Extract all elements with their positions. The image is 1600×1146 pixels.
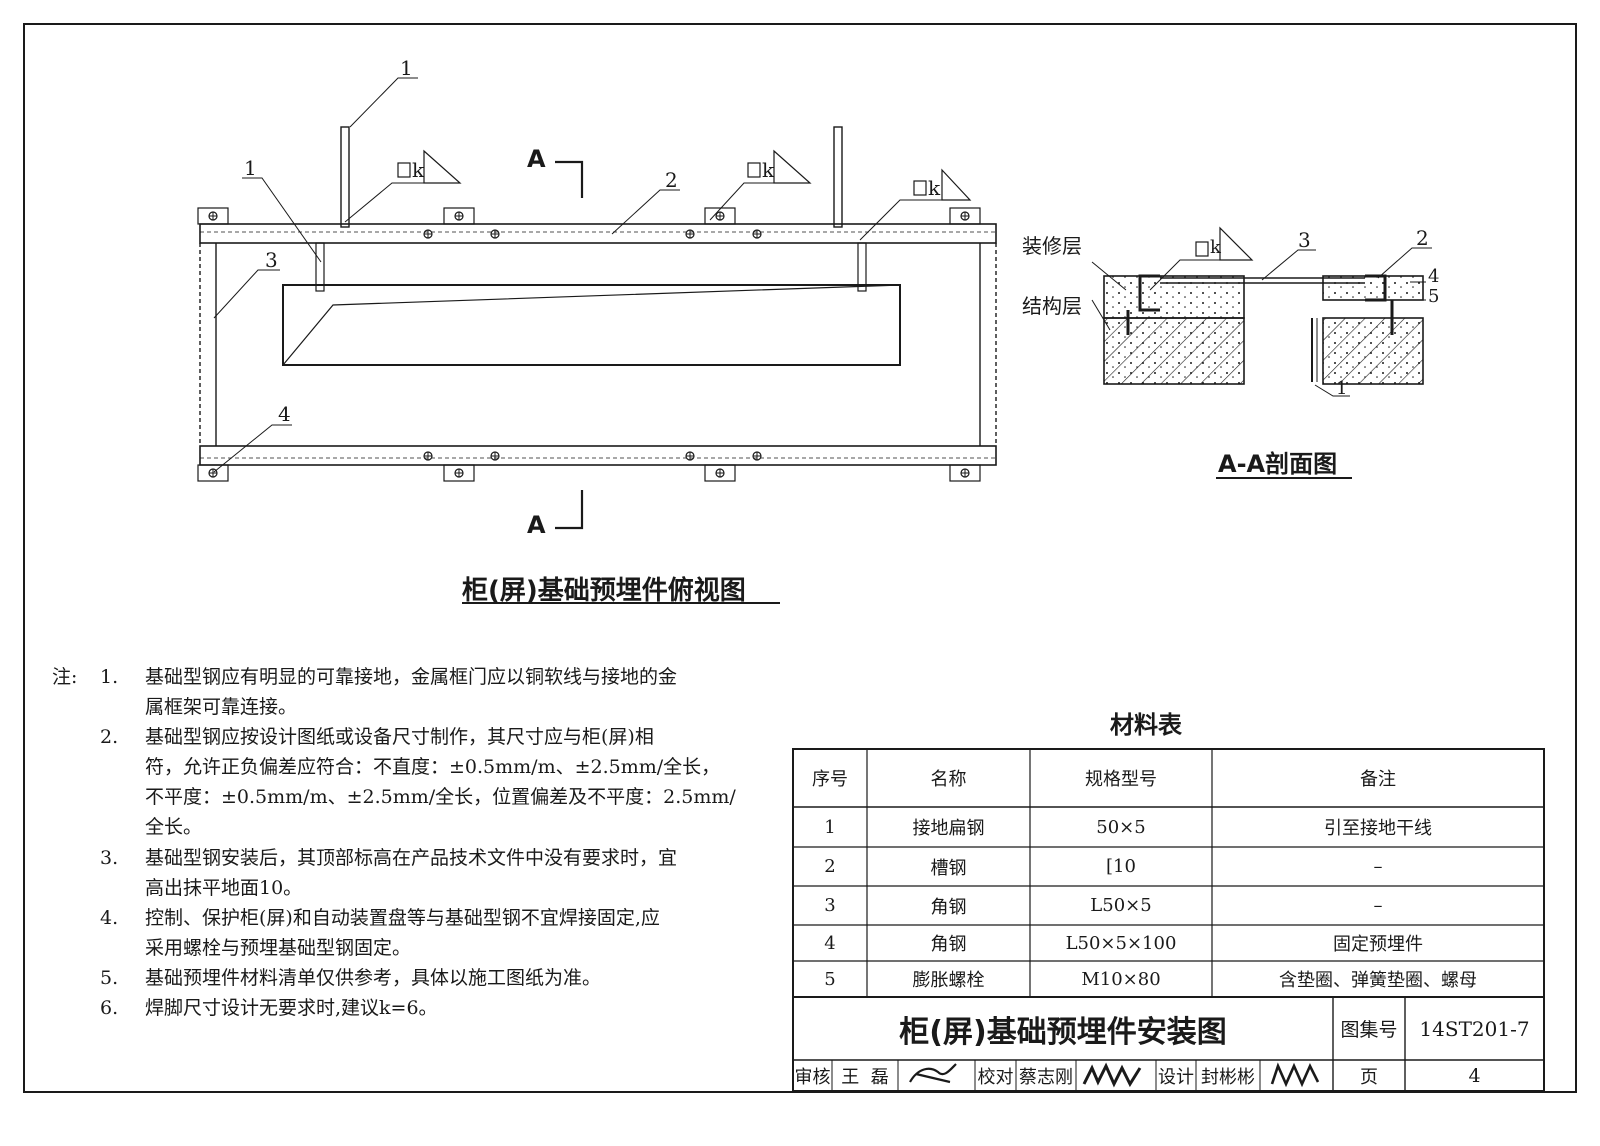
signature-designer	[1270, 1062, 1320, 1088]
section-mark-top: A	[527, 145, 546, 173]
table-cell: –	[1373, 895, 1383, 916]
table-cell: 4	[824, 932, 836, 954]
table-cell: 膨胀螺栓	[912, 970, 985, 991]
table-cell: –	[1373, 856, 1383, 877]
table-header: 名称	[930, 769, 967, 790]
section-callout-1: 1	[1336, 378, 1348, 399]
callout-4: 4	[278, 402, 291, 426]
drawing-title: 柜(屏)基础预埋件安装图	[899, 1014, 1227, 1050]
atlas-label: 图集号	[1340, 1019, 1398, 1041]
callout-2: 2	[665, 168, 678, 192]
note-number: 4.	[100, 907, 119, 929]
section-callout-3: 3	[1298, 228, 1311, 252]
table-cell: 5	[824, 968, 836, 990]
signature-checker	[1082, 1062, 1142, 1088]
label-finish-layer: 装修层	[1022, 234, 1082, 258]
callout-1-left: 1	[244, 156, 257, 180]
callout-1-top: 1	[400, 56, 413, 80]
section-view-drawing	[1091, 226, 1432, 397]
table-cell: 角钢	[930, 896, 967, 918]
page-number: 4	[1468, 1064, 1481, 1087]
table-cell: 槽钢	[930, 857, 967, 879]
note-text: 基础型钢应有明显的可靠接地，金属框门应以铜软线与接地的金 属框架可靠连接。	[145, 666, 678, 718]
signature-reviewer	[909, 1063, 957, 1084]
weld-symbol-k: k	[1210, 237, 1221, 258]
materials-table-grid	[792, 748, 1545, 1092]
table-header: 备注	[1360, 769, 1396, 790]
table-cell: L50×5	[1090, 895, 1152, 916]
section-view-title: A-A剖面图	[1218, 450, 1338, 478]
note-number: 5.	[100, 967, 119, 989]
design-label: 设计	[1158, 1066, 1194, 1088]
table-cell: 接地扁钢	[912, 818, 985, 839]
materials-table-title: 材料表	[1110, 711, 1182, 739]
plan-bolts	[208, 211, 970, 478]
note-text: 焊脚尺寸设计无要求时,建议k=6。	[145, 997, 438, 1019]
section-callout-4: 4	[1428, 266, 1440, 287]
plan-view-title: 柜(屏)基础预埋件俯视图	[462, 576, 746, 606]
reviewer-name: 王 磊	[841, 1066, 889, 1088]
table-cell: 50×5	[1096, 816, 1146, 838]
note-text: 基础型钢应按设计图纸或设备尺寸制作，其尺寸应与柜(屏)相 符，允许正负偏差应符合…	[145, 726, 736, 838]
checker-name: 蔡志刚	[1019, 1066, 1073, 1088]
note-number: 1.	[100, 666, 119, 688]
table-cell: 2	[824, 856, 836, 877]
table-cell: 1	[824, 816, 836, 838]
table-cell: 3	[824, 895, 836, 916]
note-number: 2.	[100, 726, 119, 748]
table-cell: L50×5×100	[1065, 932, 1177, 954]
note-text: 基础预埋件材料清单仅供参考，具体以施工图纸为准。	[145, 967, 602, 989]
note-text: 基础型钢安装后，其顶部标高在产品技术文件中没有要求时，宜 高出抹平地面10。	[145, 847, 678, 899]
section-callout-2: 2	[1416, 226, 1429, 250]
review-label: 审核	[794, 1066, 831, 1088]
designer-name: 封彬彬	[1201, 1066, 1255, 1088]
notes-prefix: 注:	[52, 666, 78, 688]
table-cell: 含垫圈、弹簧垫圈、螺母	[1279, 970, 1477, 991]
table-header: 序号	[812, 769, 848, 790]
weld-symbol-k: k	[412, 158, 425, 182]
weld-symbol-k: k	[762, 158, 775, 182]
table-header: 规格型号	[1085, 769, 1157, 790]
table-cell: 引至接地干线	[1324, 818, 1432, 839]
atlas-number: 14ST201-7	[1419, 1016, 1530, 1041]
note-number: 3.	[100, 847, 119, 869]
plan-view-drawing	[197, 77, 997, 530]
note-text: 控制、保护柜(屏)和自动装置盘等与基础型钢不宜焊接固定,应 采用螺栓与预埋基础型…	[145, 907, 660, 959]
page-label: 页	[1360, 1066, 1378, 1088]
check-label: 校对	[977, 1066, 1014, 1088]
table-cell: 角钢	[930, 934, 967, 955]
note-number: 6.	[100, 997, 119, 1019]
section-callout-5: 5	[1428, 286, 1440, 307]
table-cell: M10×80	[1081, 968, 1161, 990]
weld-symbol-k: k	[928, 176, 941, 200]
callout-3: 3	[265, 248, 278, 272]
label-structure-layer: 结构层	[1022, 294, 1082, 318]
table-cell: [10	[1106, 856, 1136, 877]
section-mark-bottom: A	[527, 511, 546, 539]
table-cell: 固定预埋件	[1333, 934, 1423, 955]
